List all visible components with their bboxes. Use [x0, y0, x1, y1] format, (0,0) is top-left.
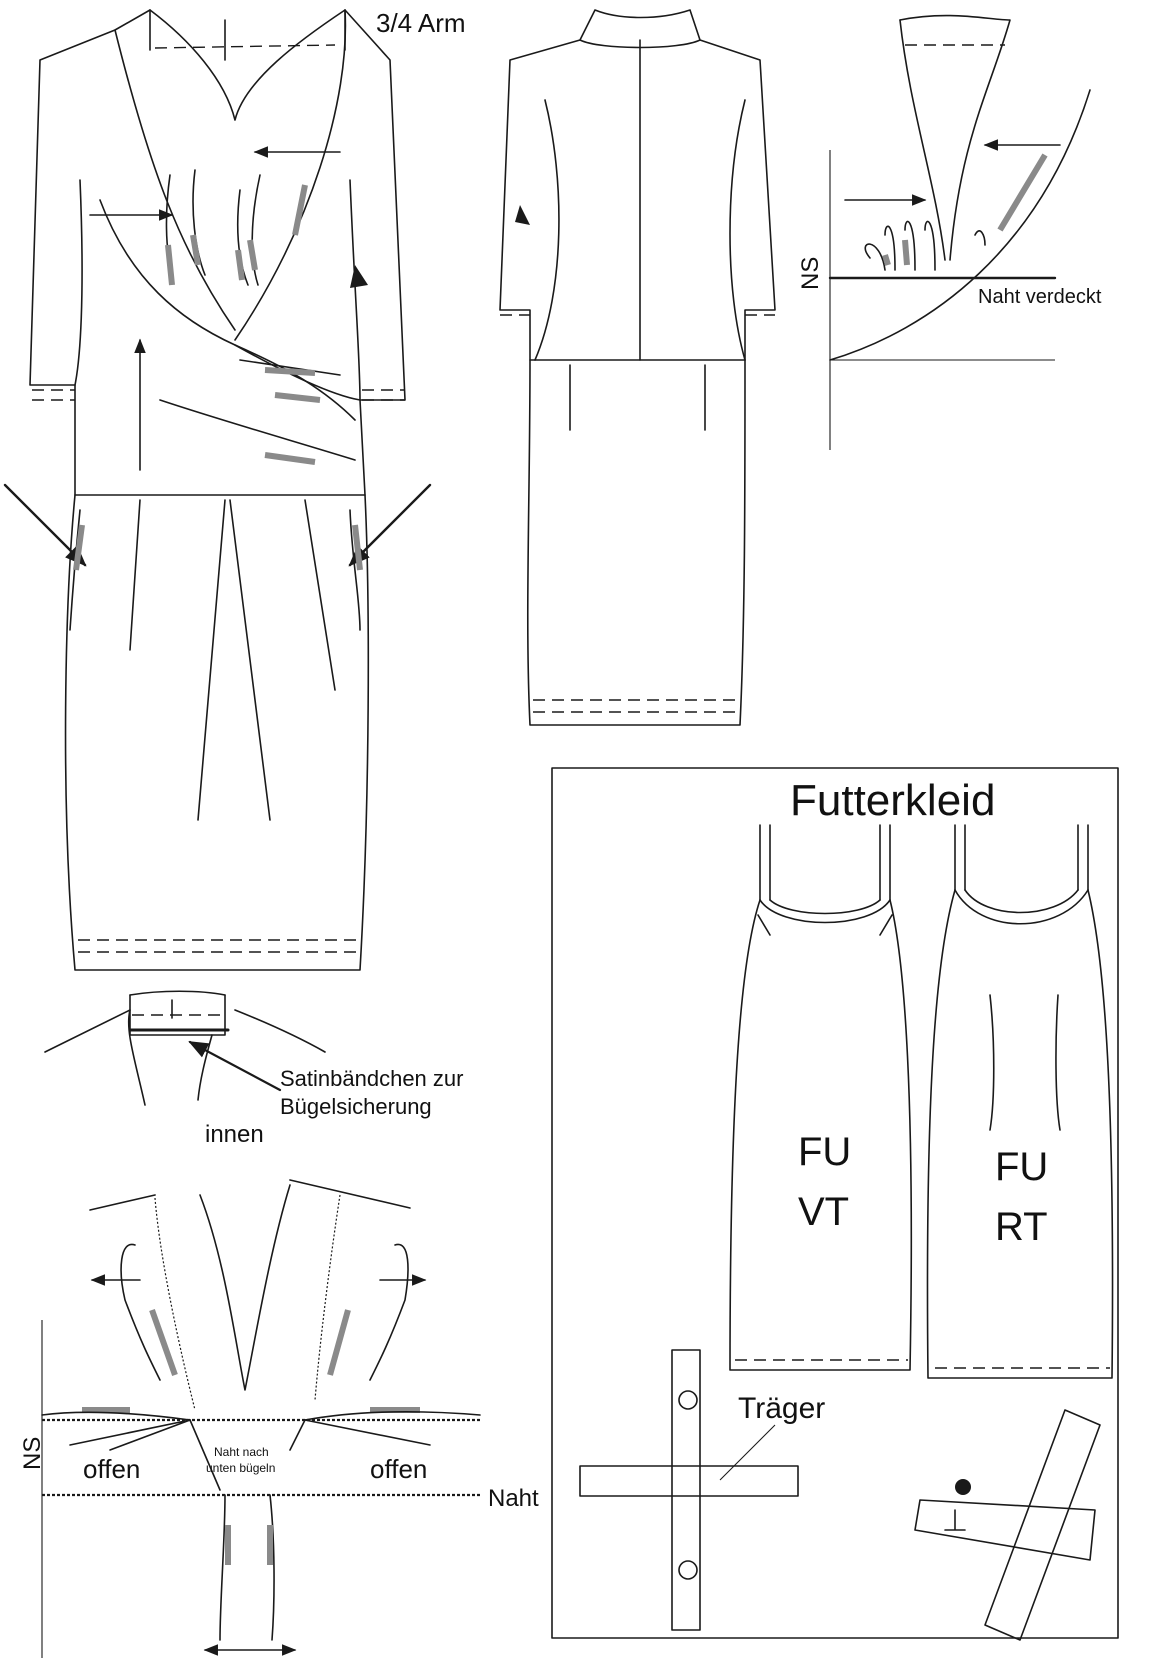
back-bodice-outline: [499, 9, 776, 361]
front-code-1: FU: [798, 1130, 851, 1174]
waist-seam-detail: [41, 1179, 481, 1658]
inside-label: innen: [205, 1121, 264, 1148]
strap-label: Träger: [738, 1392, 825, 1425]
back-skirt-outline: [526, 359, 746, 726]
seam-covered-label: Naht verdeckt: [978, 286, 1102, 308]
sleeve-label: 3/4 Arm: [376, 8, 466, 38]
right-lapel: [234, 9, 347, 341]
press-seam-label-1: Naht nach: [214, 1445, 269, 1459]
strap-detail: [579, 1349, 1101, 1641]
neck-inside-detail: [44, 990, 326, 1106]
left-lapel: [114, 29, 236, 331]
front-code-2: VT: [798, 1190, 849, 1234]
satin-tape-label-2: Bügelsicherung: [280, 1094, 432, 1119]
open-right-label: offen: [370, 1454, 427, 1484]
satin-tape-label-1: Satinbändchen zur: [280, 1066, 463, 1091]
back-dress-illustration: [499, 9, 776, 726]
lining-box: [551, 767, 1119, 1639]
collar-detail-top-right: [828, 14, 1091, 450]
front-bodice-outline: [29, 9, 406, 496]
back-code-2: RT: [995, 1205, 1048, 1249]
ns-label-top: NS: [797, 257, 824, 290]
seam-label: Naht: [488, 1485, 539, 1512]
ns-label-bottom: NS: [19, 1437, 46, 1470]
front-skirt-outline: [64, 494, 370, 971]
open-left-label: offen: [83, 1454, 140, 1484]
back-code-1: FU: [995, 1145, 1048, 1189]
press-seam-label-2: unten bügeln: [206, 1461, 275, 1475]
front-dress-illustration: [3, 9, 432, 971]
lining-title: Futterkleid: [790, 776, 995, 825]
lining-back: [926, 824, 1114, 1379]
lining-front: [729, 824, 913, 1371]
front-collar: [149, 9, 346, 121]
